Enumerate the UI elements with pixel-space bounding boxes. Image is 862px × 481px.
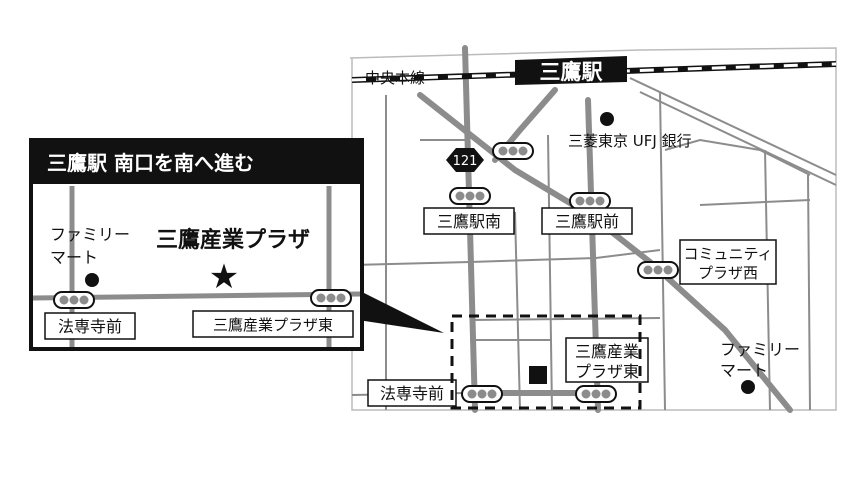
inset-title-bar (31, 140, 362, 184)
intersection-label-mitaka-eki-minami: 三鷹駅南 (423, 207, 515, 235)
intersection-name-line1: コミュニティ (683, 245, 772, 263)
intersection-name: 法専寺前 (58, 317, 122, 336)
family-mart-label-line1: ファミリー (720, 340, 800, 359)
signal-icon (310, 289, 352, 307)
intersection-name: 三鷹産業プラザ東 (213, 316, 333, 334)
signal-icon (575, 385, 617, 403)
inset-destination-label: 三鷹産業プラザ (156, 227, 310, 253)
signal-icon (492, 142, 534, 160)
route-shield: 121 (446, 148, 484, 172)
signal-icon (461, 385, 503, 403)
main-map: 中央本線 三鷹駅 三菱東京 UFJ 銀行 121 三鷹駅南 (349, 45, 837, 413)
star-icon: ★ (209, 257, 239, 297)
intersection-name-line2: プラザ西 (698, 264, 758, 282)
bank-marker (600, 112, 614, 126)
inset-family-mart-marker (85, 273, 99, 287)
intersection-label-community-plaza-nishi: コミュニティ プラザ西 (679, 239, 777, 285)
inset-callout-pointer (358, 290, 444, 333)
signal-icon (53, 291, 95, 309)
intersection-name: 三鷹駅南 (437, 212, 501, 231)
inset-intersection-label-hosenji-mae: 法専寺前 (44, 312, 136, 340)
signal-icon (637, 261, 679, 279)
rail-line-label: 中央本線 (365, 69, 425, 87)
intersection-name-line1: 三鷹産業 (575, 342, 639, 361)
station-marker: 三鷹駅 (515, 56, 627, 85)
signal-icon (449, 187, 491, 205)
intersection-label-hosenji-mae: 法専寺前 (367, 379, 457, 407)
intersection-label-mitaka-eki-mae: 三鷹駅前 (541, 207, 633, 235)
inset-family-mart-label-line1: ファミリー (50, 225, 130, 244)
intersection-name-line2: プラザ東 (575, 362, 639, 381)
bank-label: 三菱東京 UFJ 銀行 (568, 132, 692, 150)
family-mart-label-line2: マート (720, 361, 768, 380)
destination-building-marker (529, 366, 547, 384)
inset-title: 三鷹駅 南口を南へ進む (47, 151, 254, 175)
intersection-label-sangyo-plaza-higashi: 三鷹産業 プラザ東 (565, 337, 649, 383)
minor-roads (351, 91, 811, 411)
station-name: 三鷹駅 (540, 60, 604, 84)
intersection-name: 三鷹駅前 (555, 212, 619, 231)
signal-icon (569, 192, 611, 210)
intersection-name: 法専寺前 (380, 384, 444, 403)
destination-area-highlight (450, 314, 642, 410)
family-mart-marker (741, 380, 755, 394)
inset-map: 三鷹駅 南口を南へ進む ファミリー マート 三鷹産業プラザ ★ 法専寺前 三鷹産… (29, 138, 364, 351)
diagonal-road (629, 77, 837, 186)
inset-family-mart-label-line2: マート (50, 248, 98, 267)
route-number: 121 (453, 154, 478, 169)
inset-intersection-label-sangyo-plaza-higashi: 三鷹産業プラザ東 (192, 310, 354, 338)
